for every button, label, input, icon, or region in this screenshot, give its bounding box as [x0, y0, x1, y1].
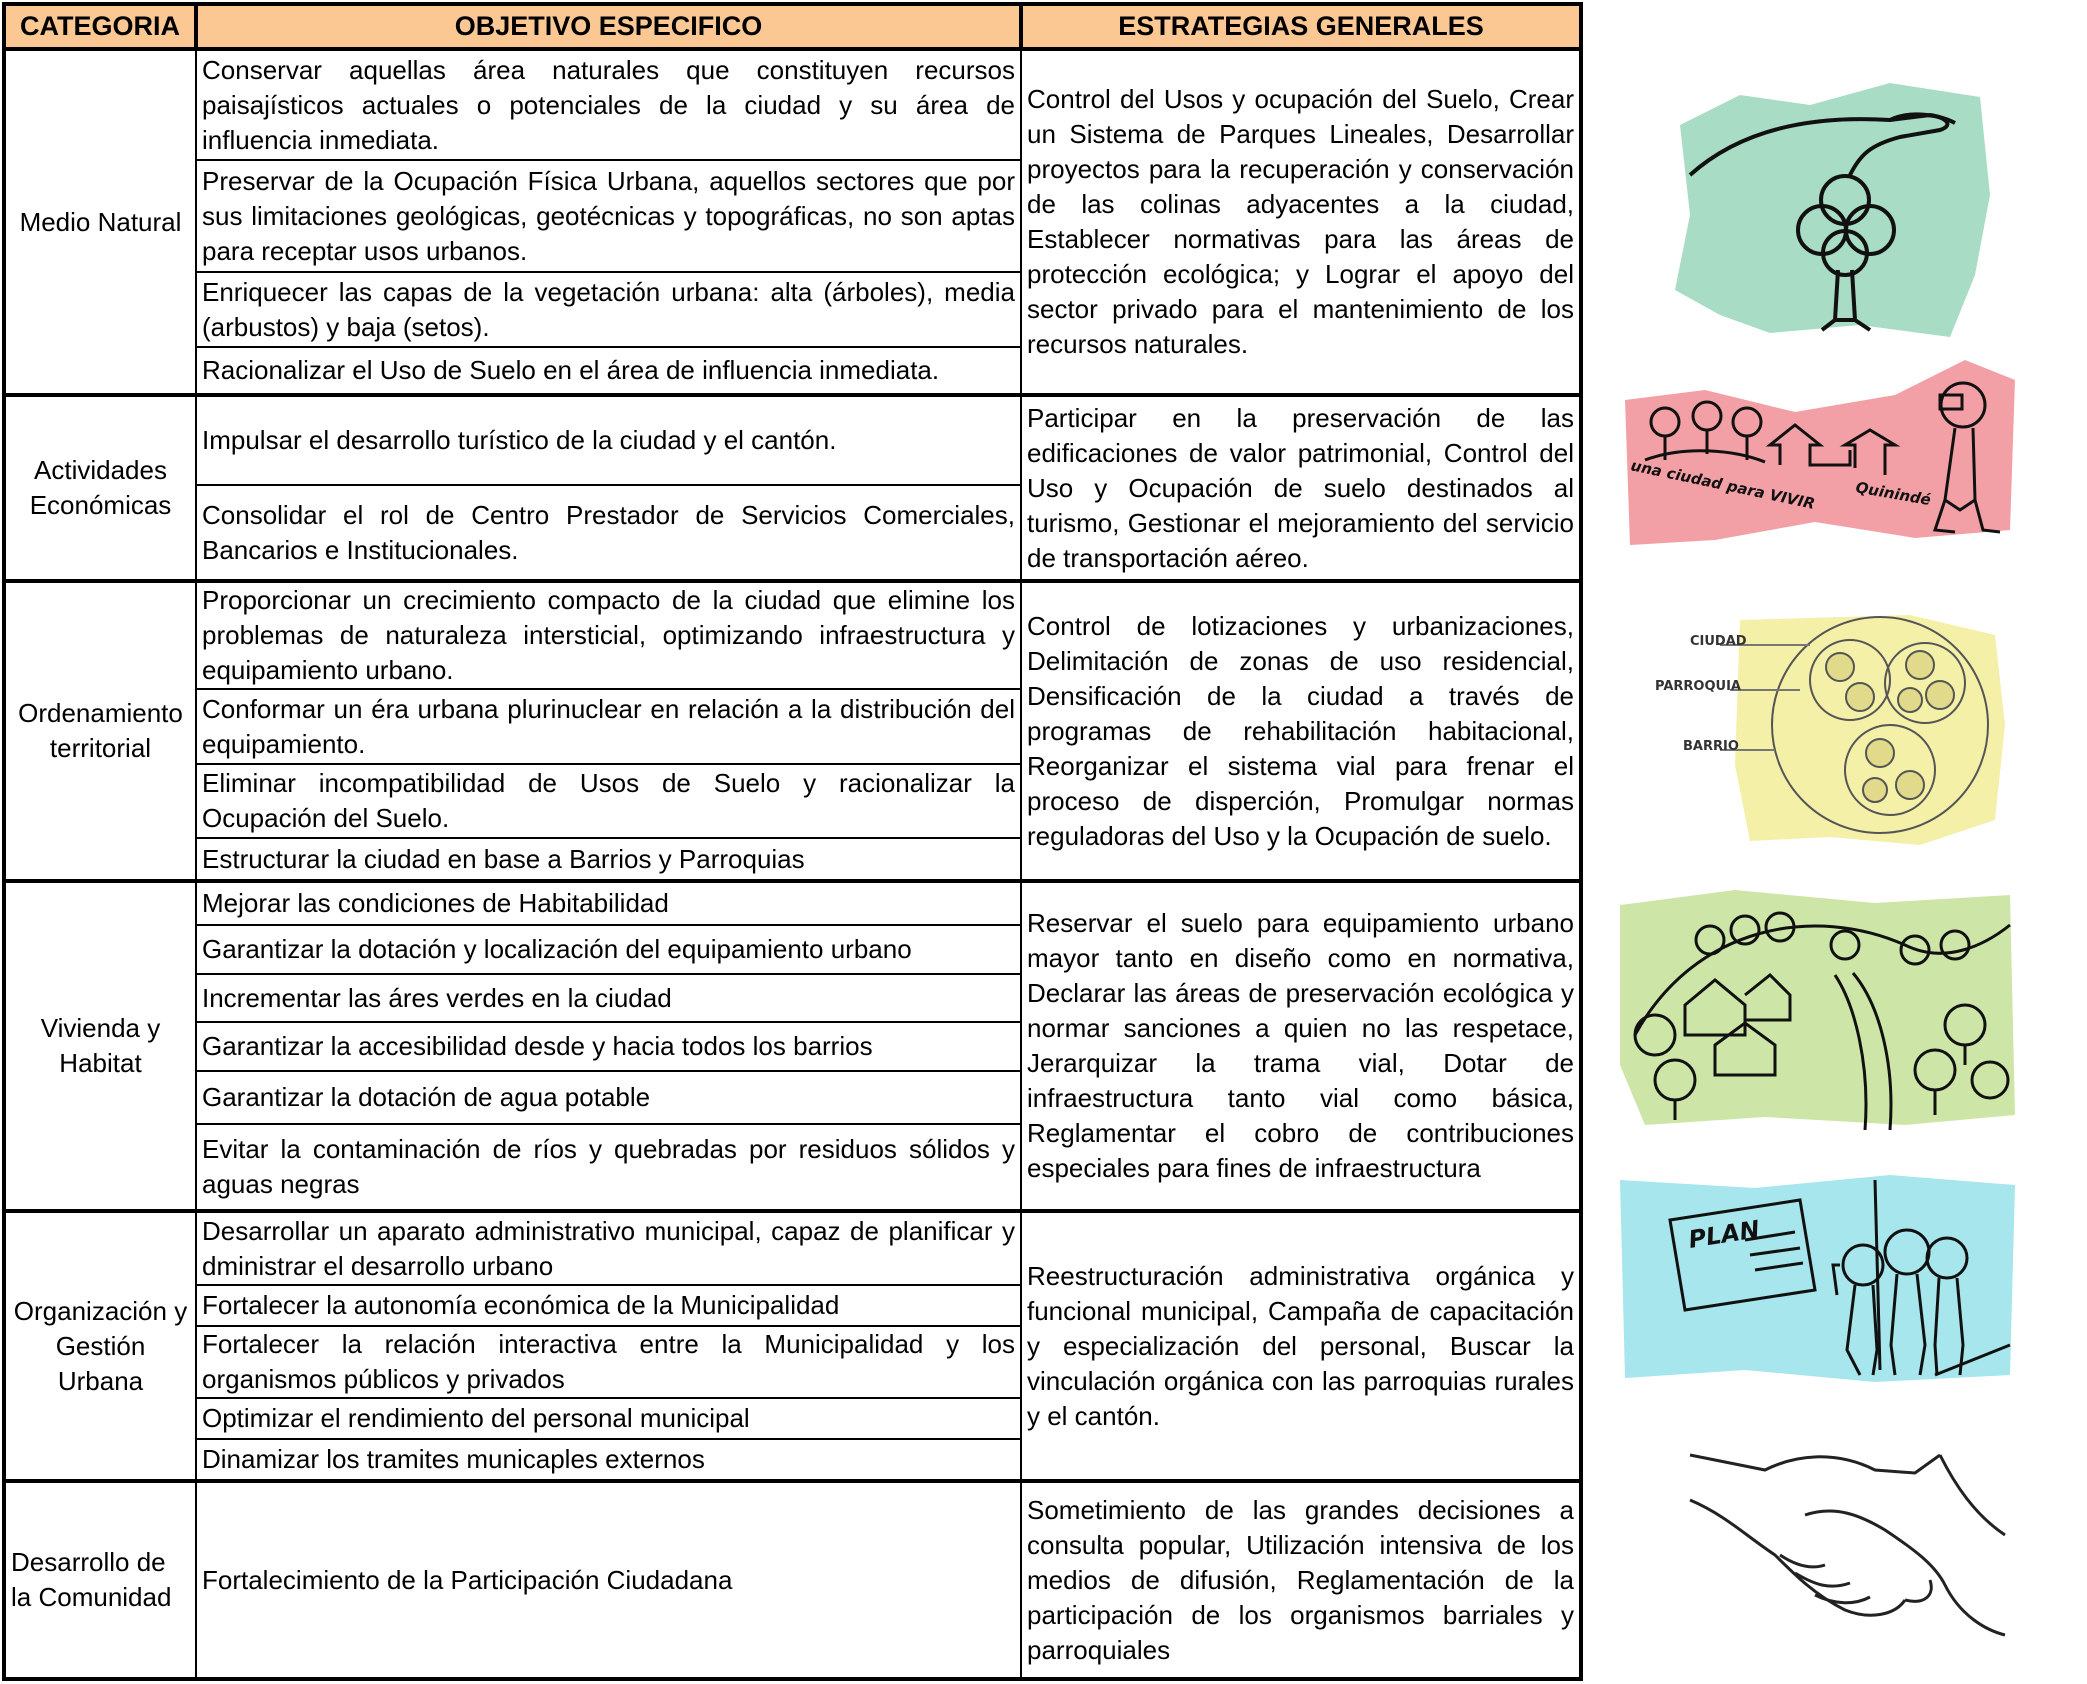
objective-cell: Preservar de la Ocupación Física Urbana,… — [195, 159, 1022, 273]
objective-cell: Dinamizar los tramites municaples extern… — [195, 1438, 1022, 1483]
plan-team-illustration: PLAN — [1620, 1175, 2015, 1382]
objective-cell: Fortalecimiento de la Participación Ciud… — [195, 1480, 1022, 1681]
handshake-illustration — [1689, 1453, 2006, 1637]
objective-cell: Garantizar la dotación de agua potable — [195, 1070, 1022, 1125]
category-ordenamiento-territorial: Ordenamiento territorial — [2, 580, 197, 883]
strategy-cell: Control del Usos y ocupación del Suelo, … — [1020, 48, 1583, 397]
strategy-cell: Reservar el suelo para equipamiento urba… — [1020, 880, 1583, 1213]
objectives-table: CATEGORIA OBJETIVO ESPECIFICO ESTRATEGIA… — [2, 2, 1583, 1681]
city-structure-diagram: CIUDAD PARROQUIA BARRIO — [1655, 615, 2005, 845]
objective-cell: Conformar un éra urbana plurinuclear en … — [195, 688, 1022, 765]
objective-cell: Optimizar el rendimiento del personal mu… — [195, 1397, 1022, 1440]
nature-protection-illustration — [1675, 83, 1990, 337]
objective-cell: Estructurar la ciudad en base a Barrios … — [195, 837, 1022, 883]
objective-cell: Conservar aquellas área naturales que co… — [195, 48, 1022, 161]
objective-cell: Proporcionar un crecimiento compacto de … — [195, 580, 1022, 690]
objective-cell: Fortalecer la autonomía económica de la … — [195, 1284, 1022, 1327]
objective-cell: Garantizar la accesibilidad desde y haci… — [195, 1021, 1022, 1072]
strategy-cell: Control de lotizaciones y urbanizaciones… — [1020, 580, 1583, 883]
strategy-cell: Reestructuración administrativa orgánica… — [1020, 1210, 1583, 1483]
header-estrategias: ESTRATEGIAS GENERALES — [1019, 2, 1583, 51]
category-desarrollo-comunidad: Desarrollo de la Comunidad — [2, 1480, 197, 1681]
tourism-illustration: Quinindé una ciudad para VIVIR — [1625, 360, 2015, 545]
objective-cell: Fortalecer la relación interactiva entre… — [195, 1325, 1022, 1399]
strategy-cell: Participar en la preservación de las edi… — [1020, 394, 1583, 583]
category-actividades-economicas: Actividades Económicas — [2, 394, 197, 583]
category-vivienda-habitat: Vivienda y Habitat — [2, 880, 197, 1213]
diagram-label-ciudad: CIUDAD — [1690, 634, 1747, 649]
diagram-label-parroquia: PARROQUIA — [1655, 679, 1741, 694]
objective-cell: Evitar la contaminación de ríos y quebra… — [195, 1123, 1022, 1213]
category-organizacion-gestion: Organización y Gestión Urbana — [2, 1210, 197, 1483]
header-categoria: CATEGORIA — [2, 2, 198, 51]
strategy-cell: Sometimiento de las grandes decisiones a… — [1020, 1480, 1583, 1681]
category-medio-natural: Medio Natural — [2, 48, 197, 397]
objective-cell: Incrementar las áres verdes en la ciudad — [195, 973, 1022, 1023]
objective-cell: Consolidar el rol de Centro Prestador de… — [195, 484, 1022, 583]
objective-cell: Racionalizar el Uso de Suelo en el área … — [195, 346, 1022, 397]
objective-cell: Enriquecer las capas de la vegetación ur… — [195, 271, 1022, 348]
header-objetivo: OBJETIVO ESPECIFICO — [194, 2, 1023, 51]
objective-cell: Impulsar el desarrollo turístico de la c… — [195, 394, 1022, 486]
diagram-label-barrio: BARRIO — [1683, 739, 1739, 754]
objective-cell: Garantizar la dotación y localización de… — [195, 924, 1022, 975]
housing-landscape-illustration — [1620, 890, 2015, 1130]
objective-cell: Desarrollar un aparato administrativo mu… — [195, 1210, 1022, 1286]
objective-cell: Eliminar incompatibilidad de Usos de Sue… — [195, 763, 1022, 839]
objective-cell: Mejorar las condiciones de Habitabilidad — [195, 880, 1022, 926]
